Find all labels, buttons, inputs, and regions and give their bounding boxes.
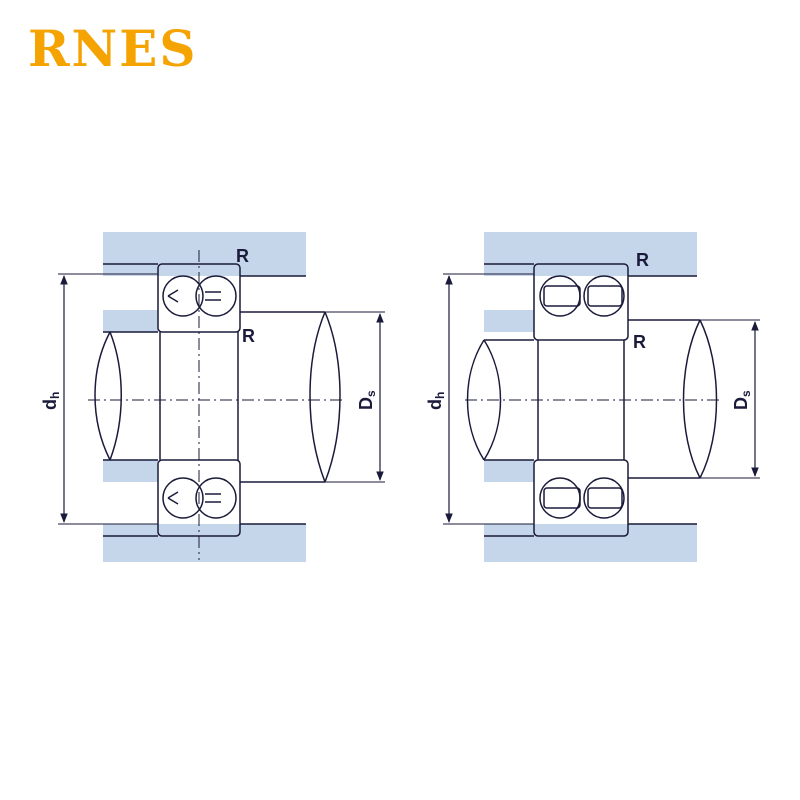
left-housing <box>103 232 306 562</box>
brand-logo: RNES <box>28 19 198 78</box>
right-dh-label: dh <box>425 392 447 410</box>
right-labels: R R dh Ds <box>425 250 753 410</box>
right-fillet-top-label: R <box>636 250 649 270</box>
right-diagram <box>443 232 760 562</box>
left-ds-label: Ds <box>356 390 378 410</box>
left-fillet-inner-label: R <box>242 326 255 346</box>
right-shaft <box>466 319 718 479</box>
left-fillet-top-label: R <box>236 246 249 266</box>
left-diagram <box>58 232 385 562</box>
left-dh-label: dh <box>40 392 62 410</box>
right-fillet-inner-label: R <box>633 332 646 352</box>
right-housing <box>484 232 697 562</box>
left-shaft <box>94 311 341 483</box>
left-labels: R R dh Ds <box>40 246 378 410</box>
right-ds-label: Ds <box>731 390 753 410</box>
